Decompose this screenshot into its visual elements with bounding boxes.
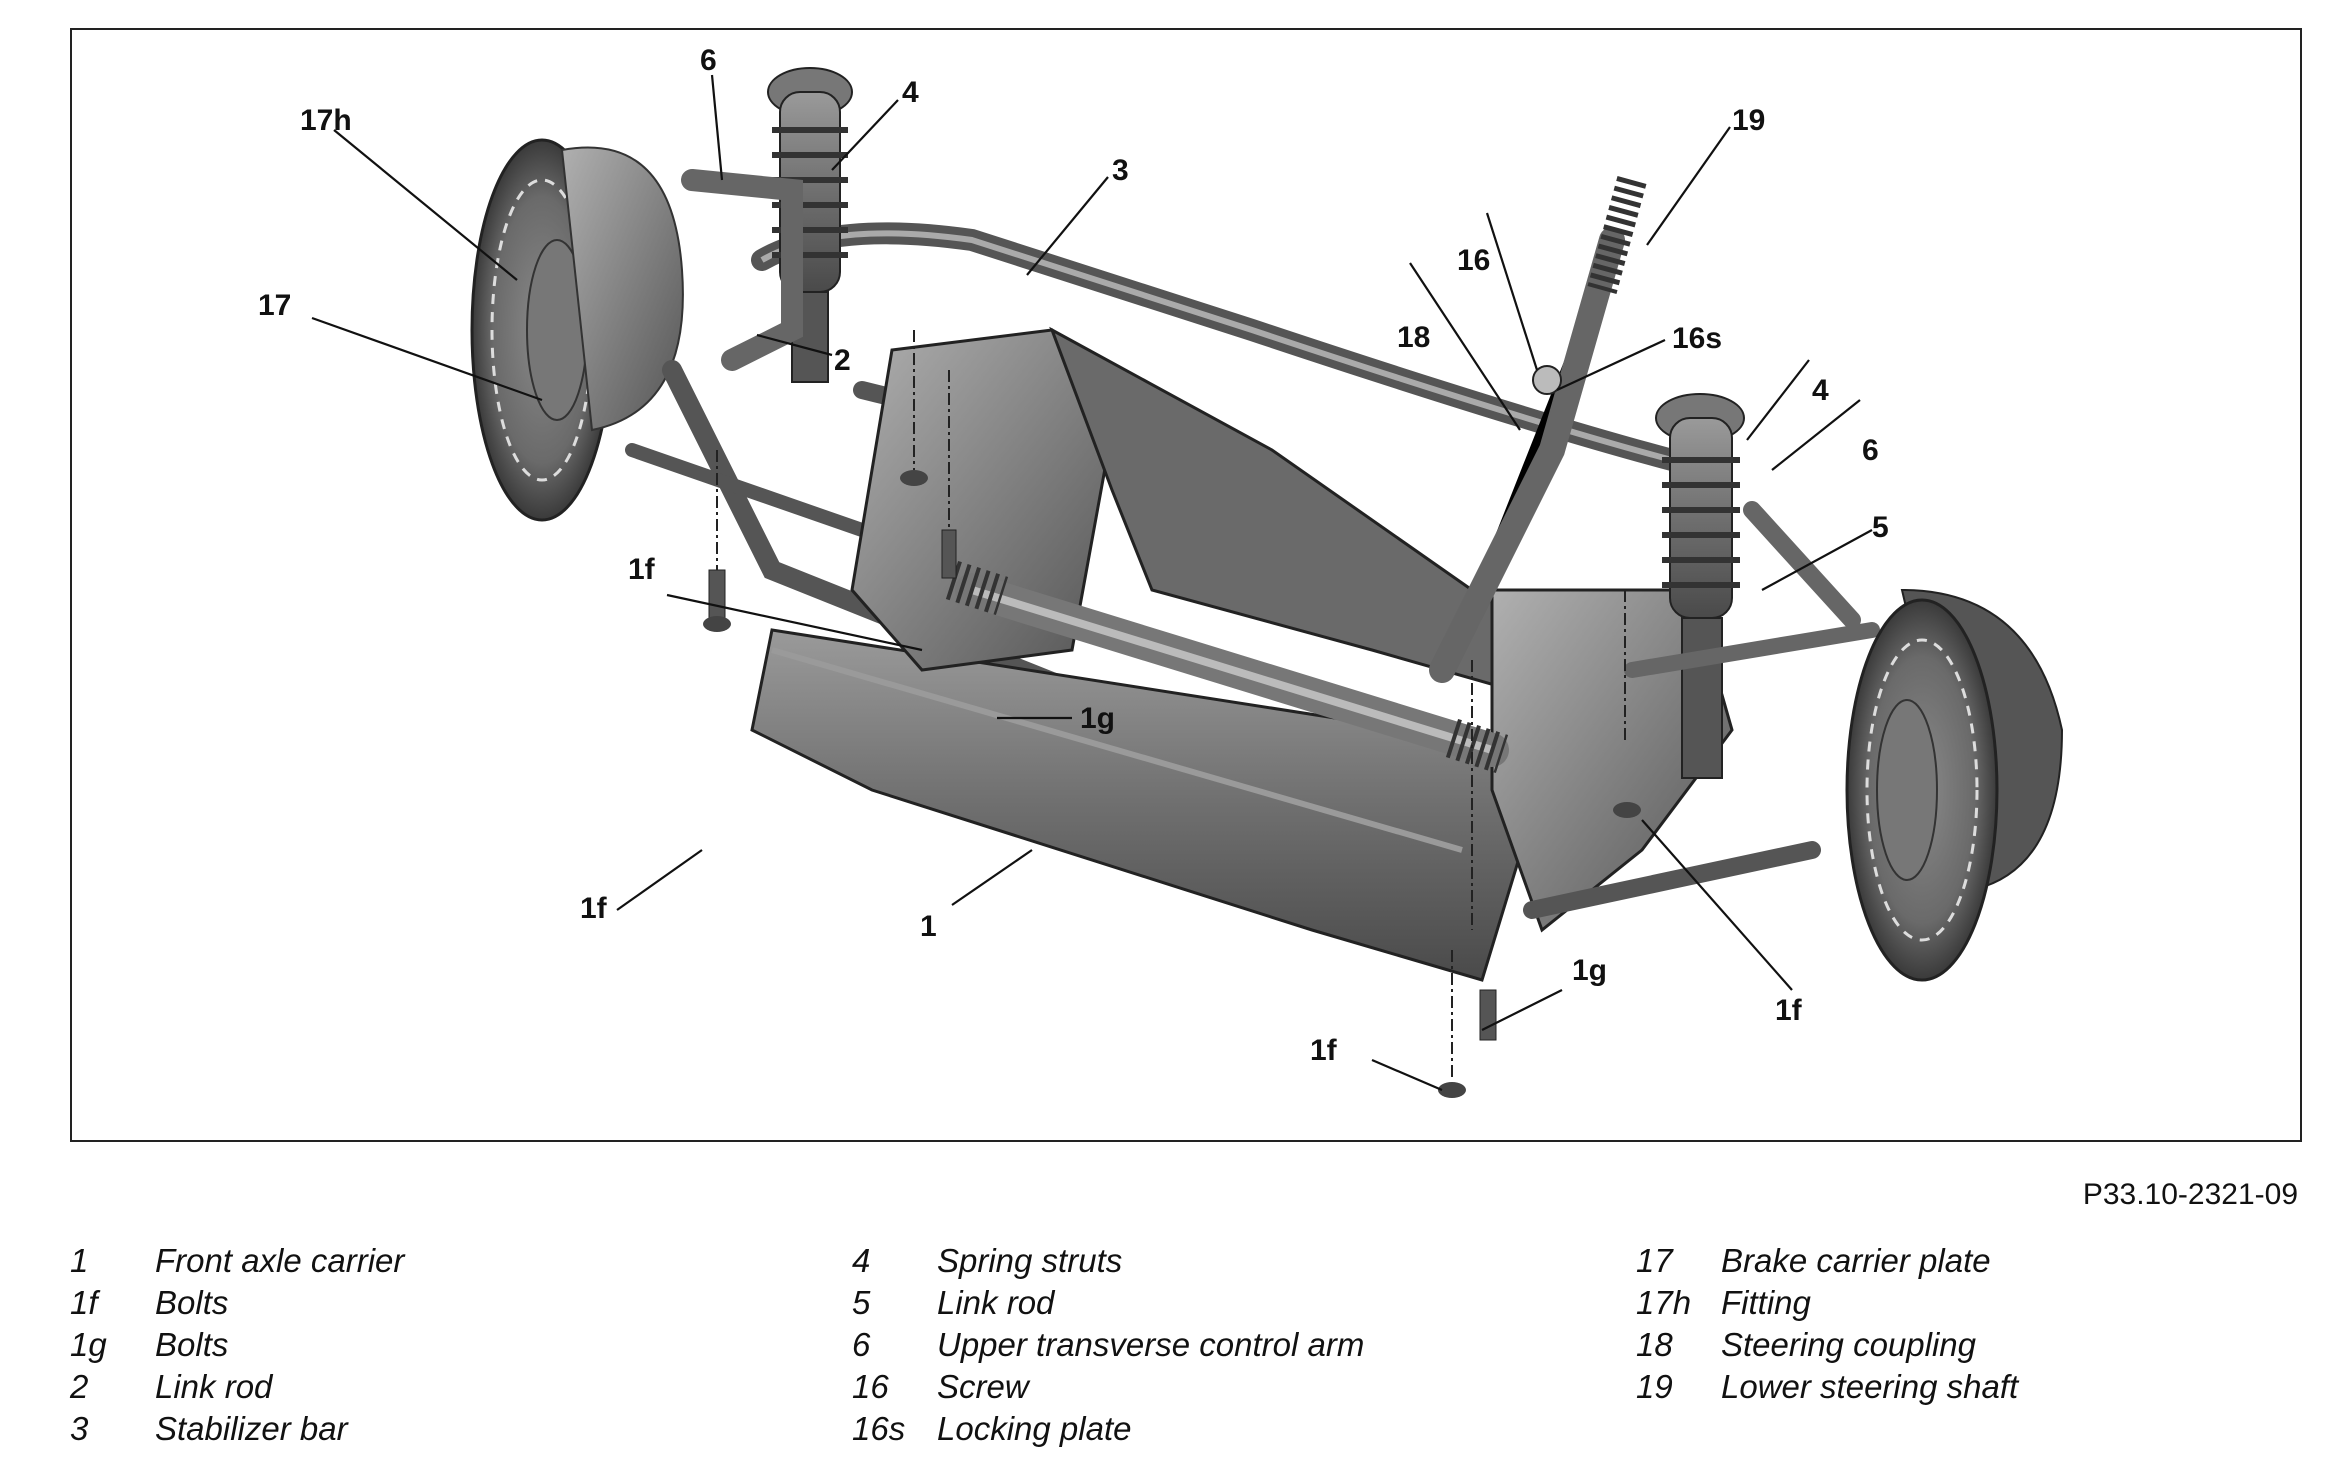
right-spring-strut — [1523, 393, 1880, 919]
legend-row: 18 Steering coupling — [1636, 1324, 2018, 1366]
legend-text: Front axle carrier — [155, 1242, 405, 1279]
legend-row: 19 Lower steering shaft — [1636, 1366, 2018, 1408]
legend-number: 6 — [852, 1326, 871, 1363]
callout-17h: 17h — [300, 104, 352, 137]
legend-number: 1f — [70, 1284, 98, 1321]
callout-6-left: 6 — [700, 44, 717, 77]
callout-4-right: 4 — [1812, 374, 1829, 407]
legend-text: Upper transverse control arm — [937, 1326, 1365, 1363]
legend-number: 1 — [70, 1242, 89, 1279]
front-axle-carrier — [750, 326, 1734, 982]
legend-row: 3 Stabilizer bar — [70, 1408, 404, 1450]
legend-column-2: 4 Spring struts 5 Link rod 6 Upper transver… — [852, 1240, 1364, 1450]
legend-row: 17 Brake carrier plate — [1636, 1240, 2018, 1282]
legend-text: Link rod — [155, 1368, 273, 1405]
figure-id: P33.10-2321-09 — [2082, 1178, 2298, 1211]
legend-number: 16s — [852, 1410, 906, 1447]
legend-number: 4 — [852, 1242, 871, 1279]
legend-number: 2 — [70, 1368, 89, 1405]
callout-1f-bottom: 1f — [1310, 1034, 1338, 1067]
legend-row: 4 Spring struts — [852, 1240, 1364, 1282]
legend-text: Bolts — [155, 1326, 229, 1363]
left-brake-disc — [470, 138, 684, 522]
callout-16: 16 — [1457, 244, 1490, 277]
legend-text: Stabilizer bar — [155, 1410, 348, 1447]
callout-1f-right: 1f — [1775, 994, 1803, 1027]
legend-text: Brake carrier plate — [1721, 1242, 1991, 1279]
legend-row: 1 Front axle carrier — [70, 1240, 404, 1282]
callout-17: 17 — [258, 289, 291, 322]
legend-row: 1f Bolts — [70, 1282, 404, 1324]
steering-rack — [945, 560, 1509, 774]
legend-row: 5 Link rod — [852, 1282, 1364, 1324]
callout-1: 1 — [920, 910, 937, 943]
callout-3: 3 — [1112, 154, 1129, 187]
bolts — [703, 330, 1641, 1098]
callout-1g-upper: 1g — [1080, 702, 1115, 735]
steering-shaft — [1429, 176, 1647, 683]
legend-row: 2 Link rod — [70, 1366, 404, 1408]
callout-1g-lower: 1g — [1572, 954, 1607, 987]
legend-text: Lower steering shaft — [1721, 1368, 2019, 1405]
legend-row: 6 Upper transverse control arm — [852, 1324, 1364, 1366]
figure-frame: 17h 6 4 3 19 16 16s 18 17 2 4 6 5 1f 1g … — [70, 28, 2302, 1142]
legend-row: 16 Screw — [852, 1366, 1364, 1408]
callout-1f-left-upper: 1f — [628, 553, 656, 586]
legend-text: Fitting — [1721, 1284, 1811, 1321]
legend-text: Spring struts — [937, 1242, 1123, 1279]
callout-16s: 16s — [1672, 322, 1722, 355]
legend-number: 19 — [1636, 1368, 1673, 1405]
callout-18: 18 — [1397, 321, 1430, 354]
legend-number: 17h — [1636, 1284, 1692, 1321]
right-brake-disc — [1845, 588, 2064, 982]
callout-4-left: 4 — [902, 76, 919, 109]
callout-1f-left-lower: 1f — [580, 892, 608, 925]
legend-column-3: 17 Brake carrier plate 17h Fitting 18 Steer… — [1636, 1240, 2018, 1408]
callout-19: 19 — [1732, 104, 1765, 137]
legend-number: 16 — [852, 1368, 889, 1405]
callout-6-right: 6 — [1862, 434, 1879, 467]
legend-text: Bolts — [155, 1284, 229, 1321]
legend-row: 16s Locking plate — [852, 1408, 1364, 1450]
legend-row: 17h Fitting — [1636, 1282, 2018, 1324]
legend-text: Locking plate — [937, 1410, 1132, 1447]
callout-2: 2 — [834, 344, 851, 377]
axle-illustration: 17h 6 4 3 19 16 16s 18 17 2 4 6 5 1f 1g … — [258, 44, 2064, 1098]
legend-text: Steering coupling — [1721, 1326, 1977, 1363]
legend-text: Link rod — [937, 1284, 1055, 1321]
legend-text: Screw — [937, 1368, 1029, 1405]
legend-number: 18 — [1636, 1326, 1673, 1363]
leader-lines — [311, 74, 1873, 1092]
legend-number: 17 — [1636, 1242, 1673, 1279]
legend-number: 5 — [852, 1284, 871, 1321]
legend-number: 3 — [70, 1410, 89, 1447]
callout-5: 5 — [1872, 511, 1889, 544]
legend-number: 1g — [70, 1326, 107, 1363]
legend-row: 1g Bolts — [70, 1324, 404, 1366]
